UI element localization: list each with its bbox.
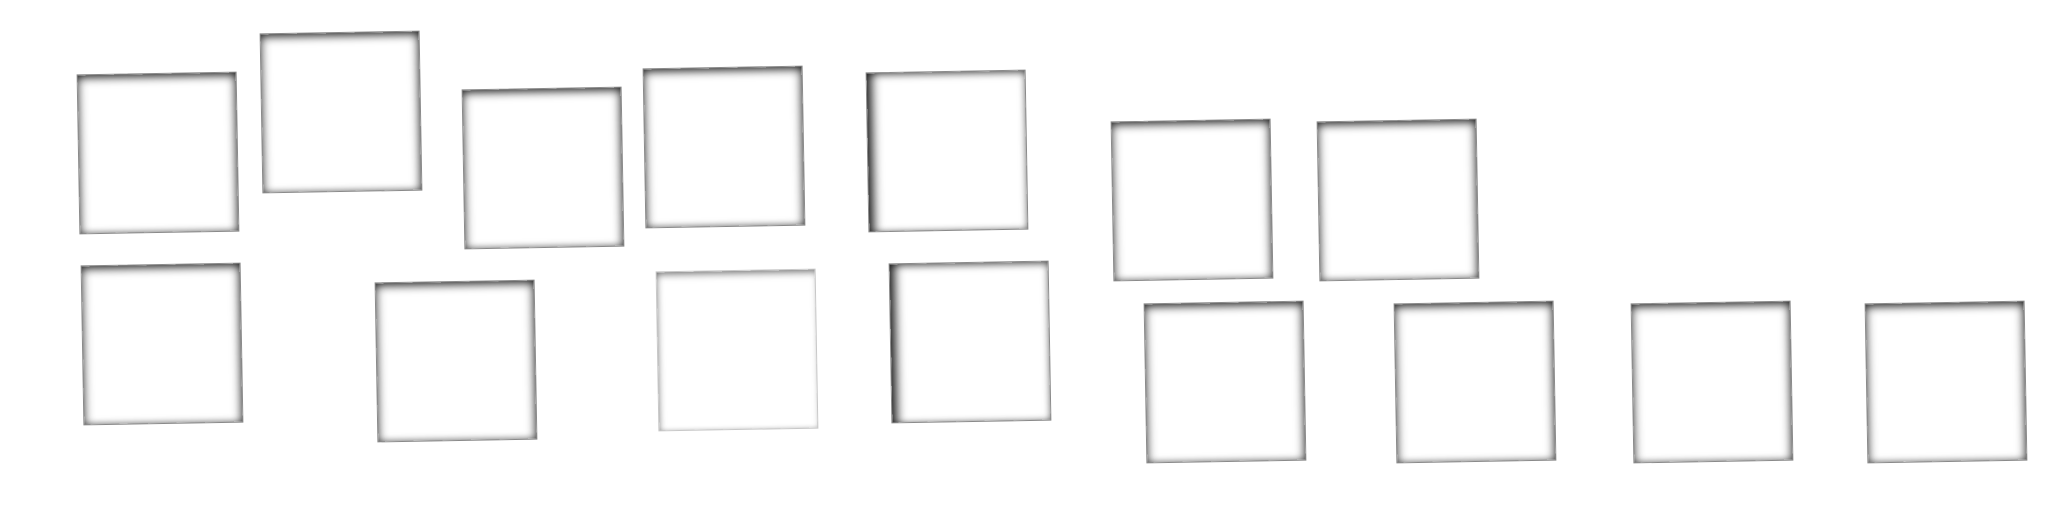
- square-12: [1143, 300, 1307, 464]
- square-11: [888, 260, 1052, 424]
- square-9: [374, 279, 538, 443]
- square-13: [1393, 300, 1557, 464]
- square-6: [1110, 118, 1274, 282]
- square-15: [1864, 300, 2028, 464]
- square-14: [1630, 300, 1794, 464]
- square-2: [259, 30, 423, 194]
- square-4: [642, 65, 806, 229]
- square-3: [461, 86, 625, 250]
- square-5: [865, 69, 1029, 233]
- square-10: [655, 268, 819, 432]
- square-1: [76, 71, 240, 235]
- square-8: [80, 262, 244, 426]
- square-7: [1316, 118, 1480, 282]
